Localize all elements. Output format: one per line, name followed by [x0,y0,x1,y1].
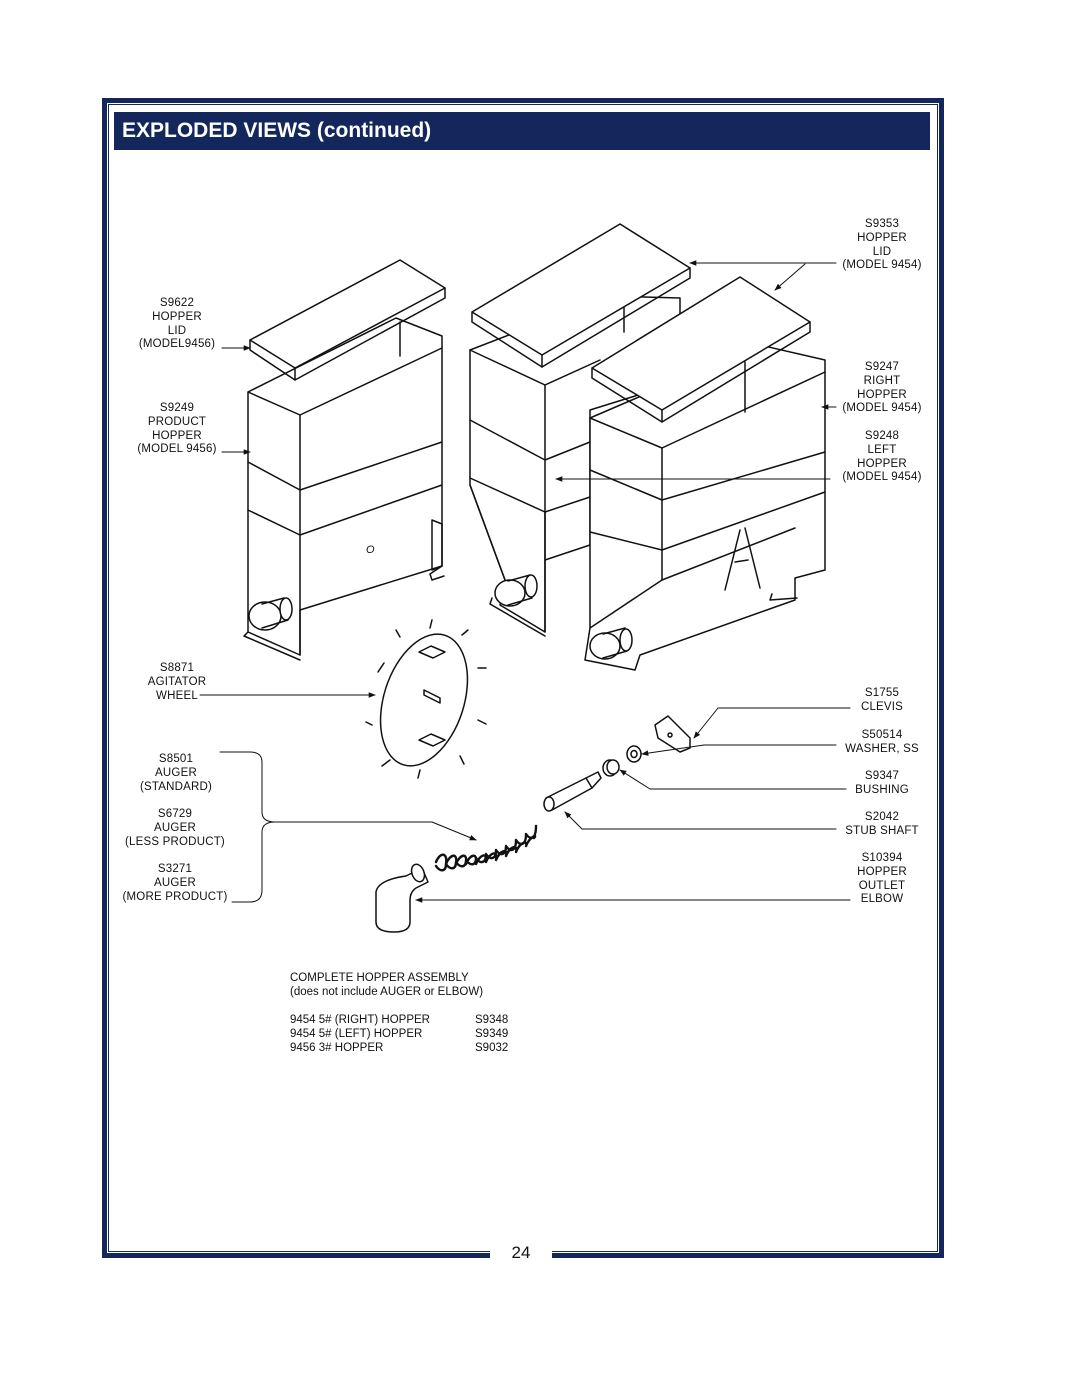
assembly-block: COMPLETE HOPPER ASSEMBLY (does not inclu… [290,971,483,999]
clevis [654,715,691,753]
hopper-lid-right [591,276,811,423]
page-number: 24 [511,1243,531,1262]
washer [626,745,642,763]
bushing [602,759,620,777]
assembly-title: COMPLETE HOPPER ASSEMBLY [290,972,469,984]
outlet-elbow [375,863,429,933]
auger-coil [434,824,538,872]
callout-lines [199,260,851,903]
assembly-note: (does not include AUGER or ELBOW) [290,986,484,998]
page-number-gap [490,1238,552,1268]
stub-shaft [543,771,602,812]
diagram-glyph: O [366,544,375,556]
agitator-wheel [365,619,487,779]
hopper-right [584,344,826,671]
hopper-lid-middle [471,223,691,368]
product-hopper-9456 [243,317,445,661]
section-header: EXPLODED VIEWS (continued) [114,112,930,150]
